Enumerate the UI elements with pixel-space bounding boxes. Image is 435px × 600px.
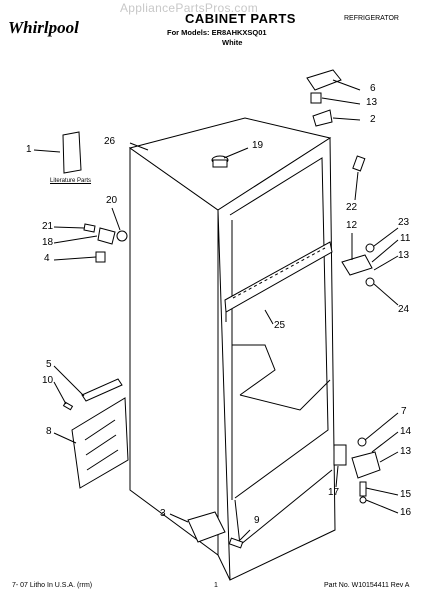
cabinet-front: [129, 147, 219, 556]
callout-3: 3: [160, 508, 166, 519]
callout-19: 19: [252, 140, 264, 151]
callout-26: 26: [104, 136, 116, 147]
callout-24: 24: [398, 304, 410, 315]
callout-13a: 13: [366, 97, 378, 108]
callout-15: 15: [400, 489, 412, 500]
grille-panel: [71, 397, 129, 489]
divider-rail: [224, 241, 333, 313]
footer-litho: 7- 07 Litho In U.S.A. (rrm): [12, 582, 93, 589]
callout-17: 17: [328, 487, 340, 498]
callout-8: 8: [46, 426, 52, 437]
callout-2: 2: [370, 114, 376, 125]
literature-booklet: [62, 131, 82, 174]
callout-25: 25: [274, 320, 286, 331]
callout-6: 6: [370, 83, 376, 94]
callout-7: 7: [401, 406, 407, 417]
callout-4: 4: [44, 253, 50, 264]
callout-13b: 13: [398, 250, 410, 261]
trim-strip: [81, 378, 123, 402]
callout-10: 10: [42, 375, 54, 386]
callout-5: 5: [46, 359, 52, 370]
color-line: White: [222, 38, 243, 47]
callout-1: 1: [26, 144, 32, 155]
callout-14: 14: [400, 426, 412, 437]
page-title: CABINET PARTS: [185, 11, 296, 26]
callout-16: 16: [400, 507, 412, 518]
category-label: REFRIGERATOR: [344, 15, 399, 22]
callout-11: 11: [400, 233, 411, 244]
callout-20: 20: [106, 195, 118, 206]
hinge-cover: [306, 69, 342, 91]
footer-part-number: Part No. W10154411 Rev A: [324, 582, 410, 589]
watermark: AppliancePartsPros.com: [120, 1, 258, 15]
literature-label: Literature Parts: [50, 178, 92, 184]
footer-page-number: 1: [214, 582, 218, 589]
callout-21: 21: [42, 221, 54, 232]
callout-13c: 13: [400, 446, 412, 457]
callout-9: 9: [254, 515, 260, 526]
cabinet-side: [217, 137, 336, 581]
callout-18: 18: [42, 237, 54, 248]
models-line: For Models: ER8AHKXSQ01: [167, 28, 267, 37]
callout-22: 22: [346, 202, 358, 213]
liner-edge: [229, 157, 329, 499]
brand-logo: Whirlpool: [8, 18, 79, 37]
callout-12: 12: [346, 220, 358, 231]
callout-23: 23: [398, 217, 410, 228]
